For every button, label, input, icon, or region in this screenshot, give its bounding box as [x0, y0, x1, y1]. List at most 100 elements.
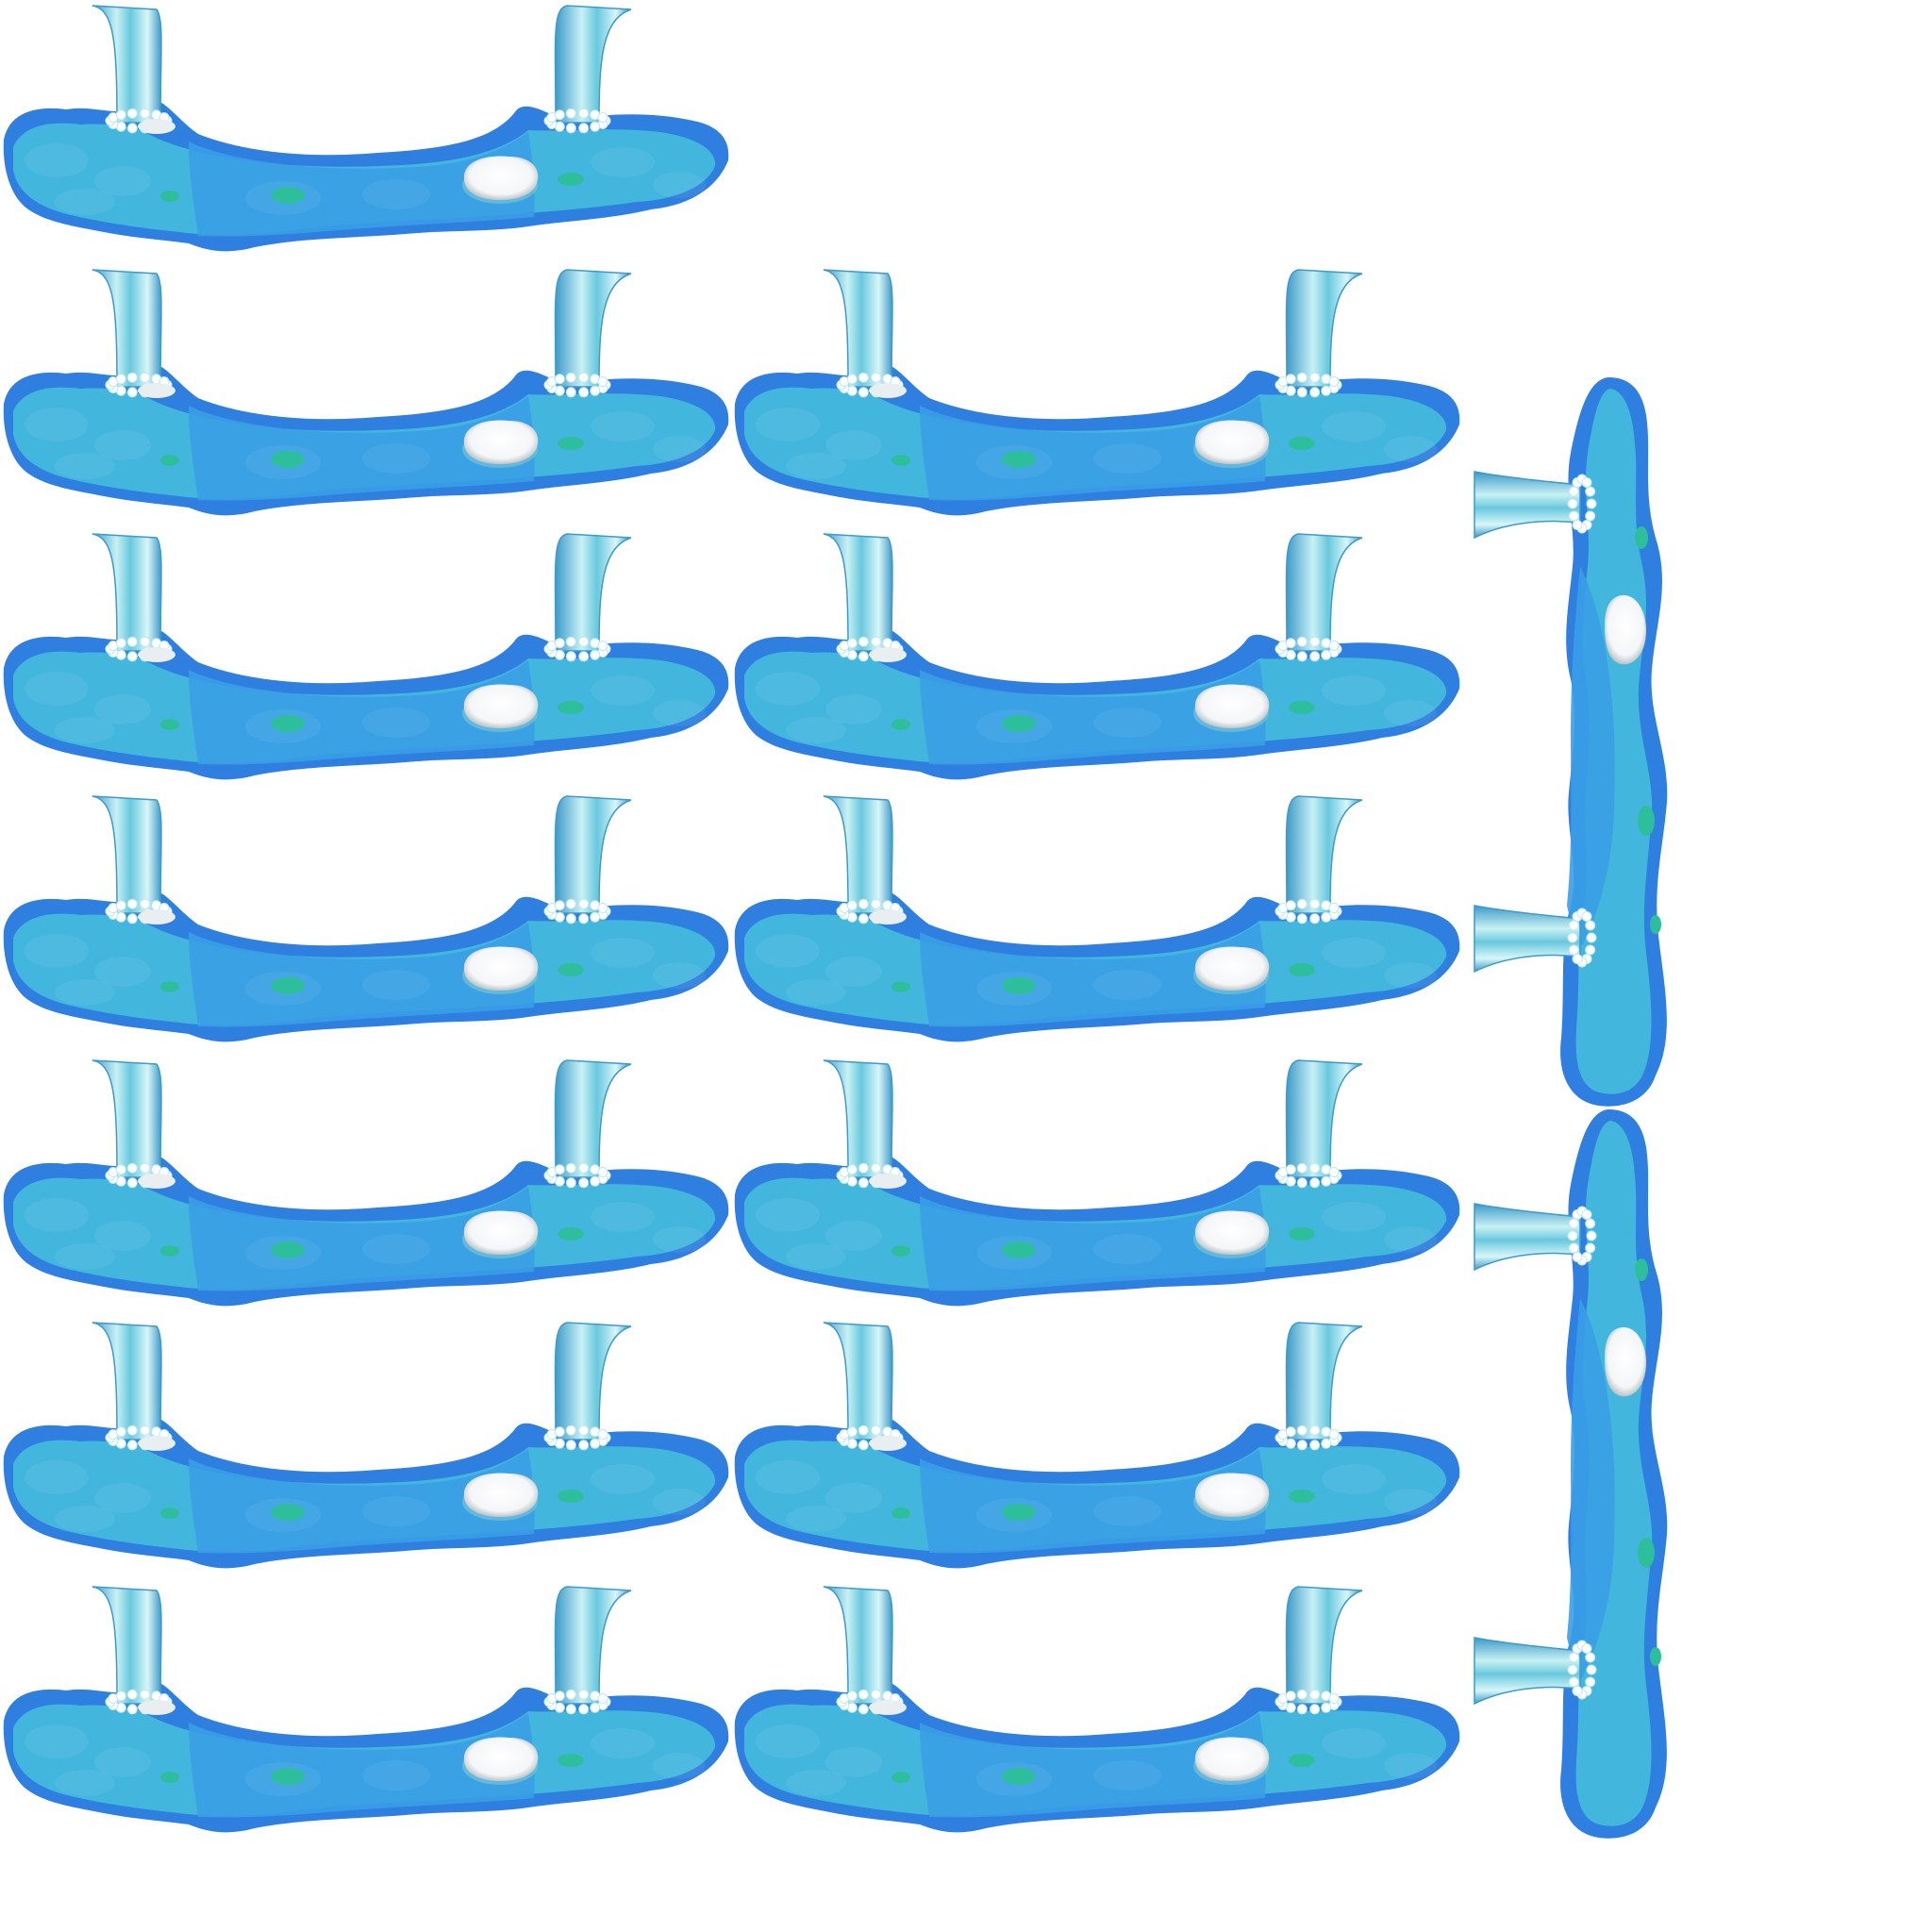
waterfall-icon: [1274, 1586, 1363, 1715]
pebble-icon: [1650, 1647, 1661, 1666]
waterfall-icon: [823, 795, 907, 924]
pond-icon: [734, 1059, 1460, 1307]
waterfall-icon: [1274, 795, 1363, 924]
pond-icon: [3, 269, 729, 516]
waterfall-icon: [92, 269, 175, 398]
pebble-icon: [1002, 1241, 1036, 1258]
pebble-icon: [271, 1504, 305, 1521]
pebble-icon: [271, 187, 305, 204]
waterfall-icon: [92, 5, 175, 134]
waterfall-icon: [92, 795, 175, 924]
rock-icon: [462, 684, 539, 732]
waterfall-icon: [823, 533, 907, 662]
pond-icon: [3, 5, 729, 252]
pond-icon: [734, 1586, 1460, 1833]
rock-icon: [1193, 1210, 1270, 1258]
pebble-icon: [1635, 1258, 1648, 1281]
pebble-icon: [1002, 977, 1036, 994]
pebble-icon: [1638, 1538, 1655, 1568]
waterfall-icon: [543, 269, 632, 398]
waterfall-icon: [543, 5, 632, 134]
pebble-icon: [891, 1507, 910, 1519]
pebble-icon: [891, 719, 910, 730]
rock-icon: [1605, 1326, 1646, 1397]
pebble-icon: [1289, 437, 1315, 450]
pebble-icon: [271, 977, 305, 994]
waterfall-icon: [1474, 905, 1597, 974]
rock-icon: [1193, 420, 1270, 468]
pebble-icon: [1289, 1490, 1315, 1503]
pebble-icon: [160, 719, 179, 730]
waterfall-icon: [1474, 1637, 1597, 1706]
pebble-icon: [271, 1768, 305, 1785]
waterfall-icon: [543, 795, 632, 924]
waterfall-icon: [823, 1322, 907, 1451]
rock-icon: [1193, 1737, 1270, 1785]
pebble-icon: [160, 1507, 179, 1519]
pond-icon: [1474, 377, 1668, 1107]
rock-icon: [1193, 946, 1270, 994]
pebble-icon: [1289, 701, 1315, 714]
rock-icon: [1193, 1473, 1270, 1521]
pebble-icon: [1289, 963, 1315, 976]
waterfall-icon: [1274, 1059, 1363, 1189]
pond-icon: [734, 795, 1460, 1042]
waterfall-icon: [823, 269, 907, 398]
pebble-icon: [1638, 806, 1655, 836]
waterfall-icon: [823, 1059, 907, 1189]
pebble-icon: [160, 981, 179, 992]
pebble-icon: [1289, 1754, 1315, 1767]
pebble-icon: [1002, 1768, 1036, 1785]
pebble-icon: [891, 981, 910, 992]
pond-icon: [3, 1059, 729, 1307]
pebble-icon: [891, 1245, 910, 1257]
rock-icon: [462, 1737, 539, 1785]
pebble-icon: [271, 715, 305, 732]
rock-icon: [1193, 684, 1270, 732]
pebble-icon: [160, 191, 179, 202]
waterfall-icon: [92, 1586, 175, 1715]
pebble-icon: [891, 455, 910, 466]
pond-icon: [1474, 1109, 1668, 1839]
rock-icon: [462, 156, 539, 204]
pebble-icon: [558, 963, 584, 976]
waterfall-icon: [1274, 1322, 1363, 1451]
pebble-icon: [160, 1245, 179, 1257]
waterfall-icon: [1274, 269, 1363, 398]
pebble-icon: [160, 455, 179, 466]
waterfall-icon: [92, 1322, 175, 1451]
pebble-icon: [271, 1241, 305, 1258]
rock-icon: [462, 1210, 539, 1258]
waterfall-icon: [92, 533, 175, 662]
waterfall-icon: [1274, 533, 1363, 662]
pebble-icon: [1002, 451, 1036, 468]
pond-icon: [3, 1322, 729, 1569]
pebble-icon: [558, 1754, 584, 1767]
pebble-icon: [1289, 1227, 1315, 1241]
waterfall-icon: [543, 533, 632, 662]
pebble-icon: [558, 437, 584, 450]
pebble-icon: [1002, 1504, 1036, 1521]
pebble-icon: [1635, 526, 1648, 549]
pebble-icon: [160, 1772, 179, 1783]
waterfall-icon: [823, 1586, 907, 1715]
pebble-icon: [558, 173, 584, 186]
waterfall-icon: [543, 1322, 632, 1451]
waterfall-icon: [92, 1059, 175, 1189]
pond-icon: [734, 533, 1460, 780]
pebble-icon: [558, 1227, 584, 1241]
pebble-icon: [558, 1490, 584, 1503]
pond-icon: [734, 1322, 1460, 1569]
waterfall-icon: [543, 1059, 632, 1189]
pebble-icon: [891, 1772, 910, 1783]
pond-icon: [3, 795, 729, 1042]
waterfall-icon: [1474, 471, 1597, 540]
rock-icon: [462, 420, 539, 468]
pond-icon: [734, 269, 1460, 516]
pebble-icon: [558, 701, 584, 714]
pond-icon: [3, 533, 729, 780]
pebble-icon: [1002, 715, 1036, 732]
waterfall-icon: [543, 1586, 632, 1715]
rock-icon: [462, 946, 539, 994]
